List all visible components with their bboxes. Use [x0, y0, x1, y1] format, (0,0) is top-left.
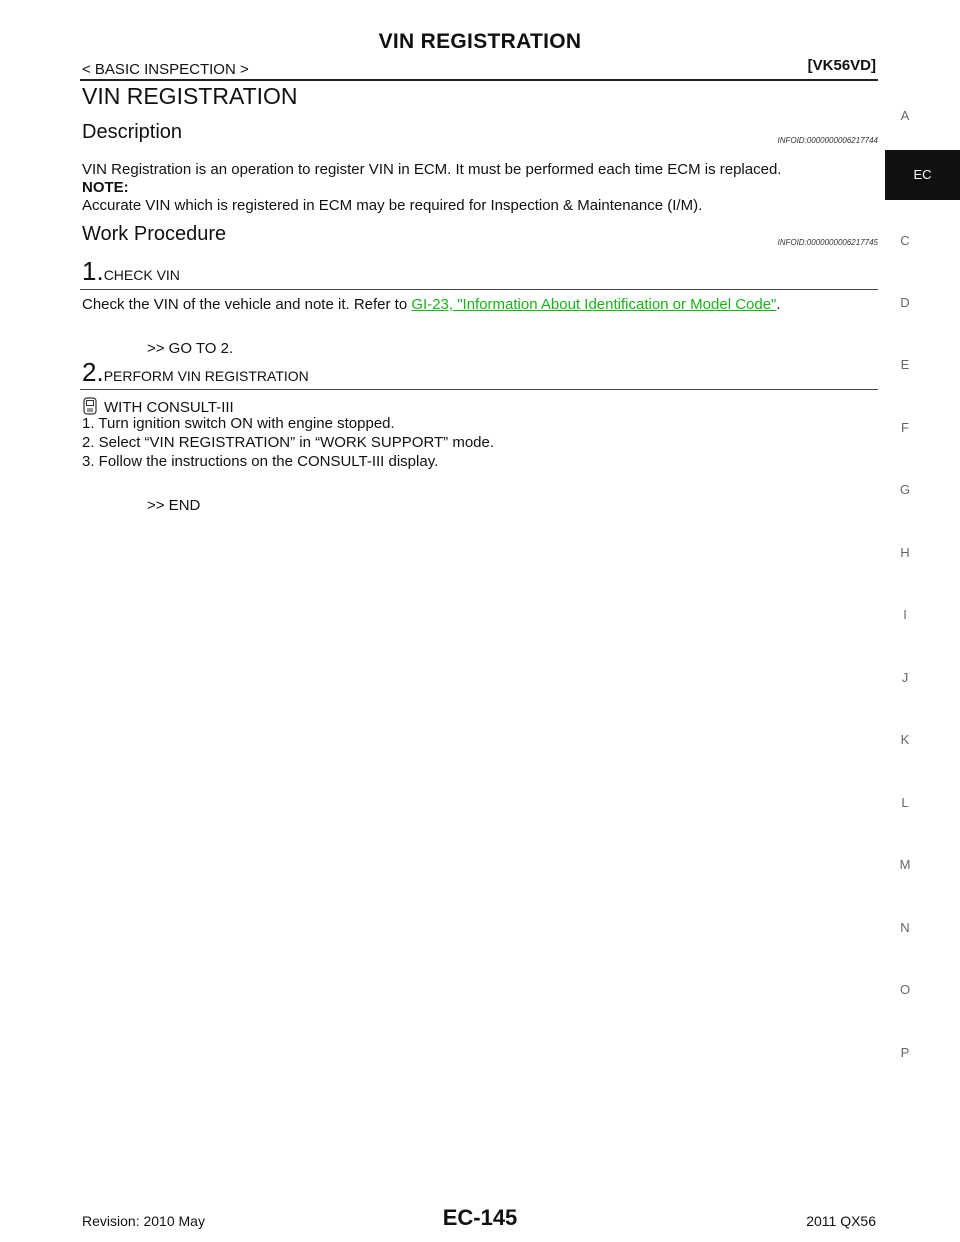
- section-breadcrumb: < BASIC INSPECTION >: [82, 61, 249, 78]
- running-header-title: VIN REGISTRATION: [378, 30, 582, 53]
- side-index-g[interactable]: G: [899, 482, 911, 497]
- revision-date: Revision: 2010 May: [82, 1213, 205, 1229]
- step-1-text-before: Check the VIN of the vehicle and note it…: [82, 296, 412, 313]
- model-year: 2011 QX56: [806, 1213, 876, 1229]
- header-rule: [80, 79, 878, 81]
- page-title: VIN REGISTRATION: [82, 83, 298, 109]
- work-procedure-heading: Work Procedure: [82, 223, 227, 245]
- step-2-number: 2.: [82, 357, 104, 387]
- step-1-text-after: .: [776, 296, 781, 313]
- step-1-label: CHECK VIN: [103, 267, 180, 283]
- side-index-j[interactable]: J: [901, 670, 909, 685]
- work-procedure-infoid: INFOID:0000000006217745: [777, 238, 878, 247]
- description-heading: Description: [82, 121, 183, 143]
- side-index-o[interactable]: O: [899, 982, 911, 997]
- consult-tool-label: WITH CONSULT-III: [104, 399, 234, 416]
- step-2-item-2: 2. Select “VIN REGISTRATION” in “WORK SU…: [82, 434, 495, 451]
- side-index-c[interactable]: C: [900, 233, 910, 248]
- side-index-e[interactable]: E: [900, 357, 910, 372]
- description-text: VIN Registration is an operation to regi…: [82, 161, 782, 178]
- side-index-d[interactable]: D: [900, 295, 910, 310]
- consult-tool-line: WITH CONSULT-III: [82, 397, 234, 420]
- gi-23-reference-link[interactable]: GI-23, "Information About Identification…: [411, 296, 777, 313]
- description-infoid: INFOID:0000000006217744: [777, 136, 878, 145]
- page-number: EC-145: [442, 1205, 518, 1230]
- side-index-l[interactable]: L: [901, 795, 909, 810]
- side-index-h[interactable]: H: [900, 545, 910, 560]
- step-1-rule: [80, 289, 878, 290]
- step-2-item-1: 1. Turn ignition switch ON with engine s…: [82, 415, 395, 432]
- side-index-i[interactable]: I: [903, 607, 907, 622]
- step-1-next: >> GO TO 2.: [147, 340, 234, 357]
- side-index-ec-active[interactable]: EC: [885, 150, 960, 200]
- side-index-n[interactable]: N: [900, 920, 910, 935]
- step-2-item-3: 3. Follow the instructions on the CONSUL…: [82, 453, 439, 470]
- note-text: Accurate VIN which is registered in ECM …: [82, 197, 703, 214]
- step-2-heading: 2.PERFORM VIN REGISTRATION: [82, 357, 309, 388]
- engine-code: [VK56VD]: [807, 57, 876, 74]
- consult-tool-icon: [82, 397, 98, 420]
- side-index-p[interactable]: P: [900, 1045, 910, 1060]
- step-2-label: PERFORM VIN REGISTRATION: [103, 368, 309, 384]
- side-index-f[interactable]: F: [901, 420, 909, 435]
- note-label: NOTE:: [82, 179, 129, 196]
- step-1-heading: 1.CHECK VIN: [82, 256, 180, 287]
- side-index-m[interactable]: M: [899, 857, 911, 872]
- side-index-k[interactable]: K: [900, 732, 910, 747]
- step-1-number: 1.: [82, 256, 104, 286]
- side-index-a[interactable]: A: [900, 108, 910, 123]
- step-2-next: >> END: [147, 497, 201, 514]
- step-2-rule: [80, 389, 878, 390]
- step-1-text: Check the VIN of the vehicle and note it…: [82, 296, 781, 314]
